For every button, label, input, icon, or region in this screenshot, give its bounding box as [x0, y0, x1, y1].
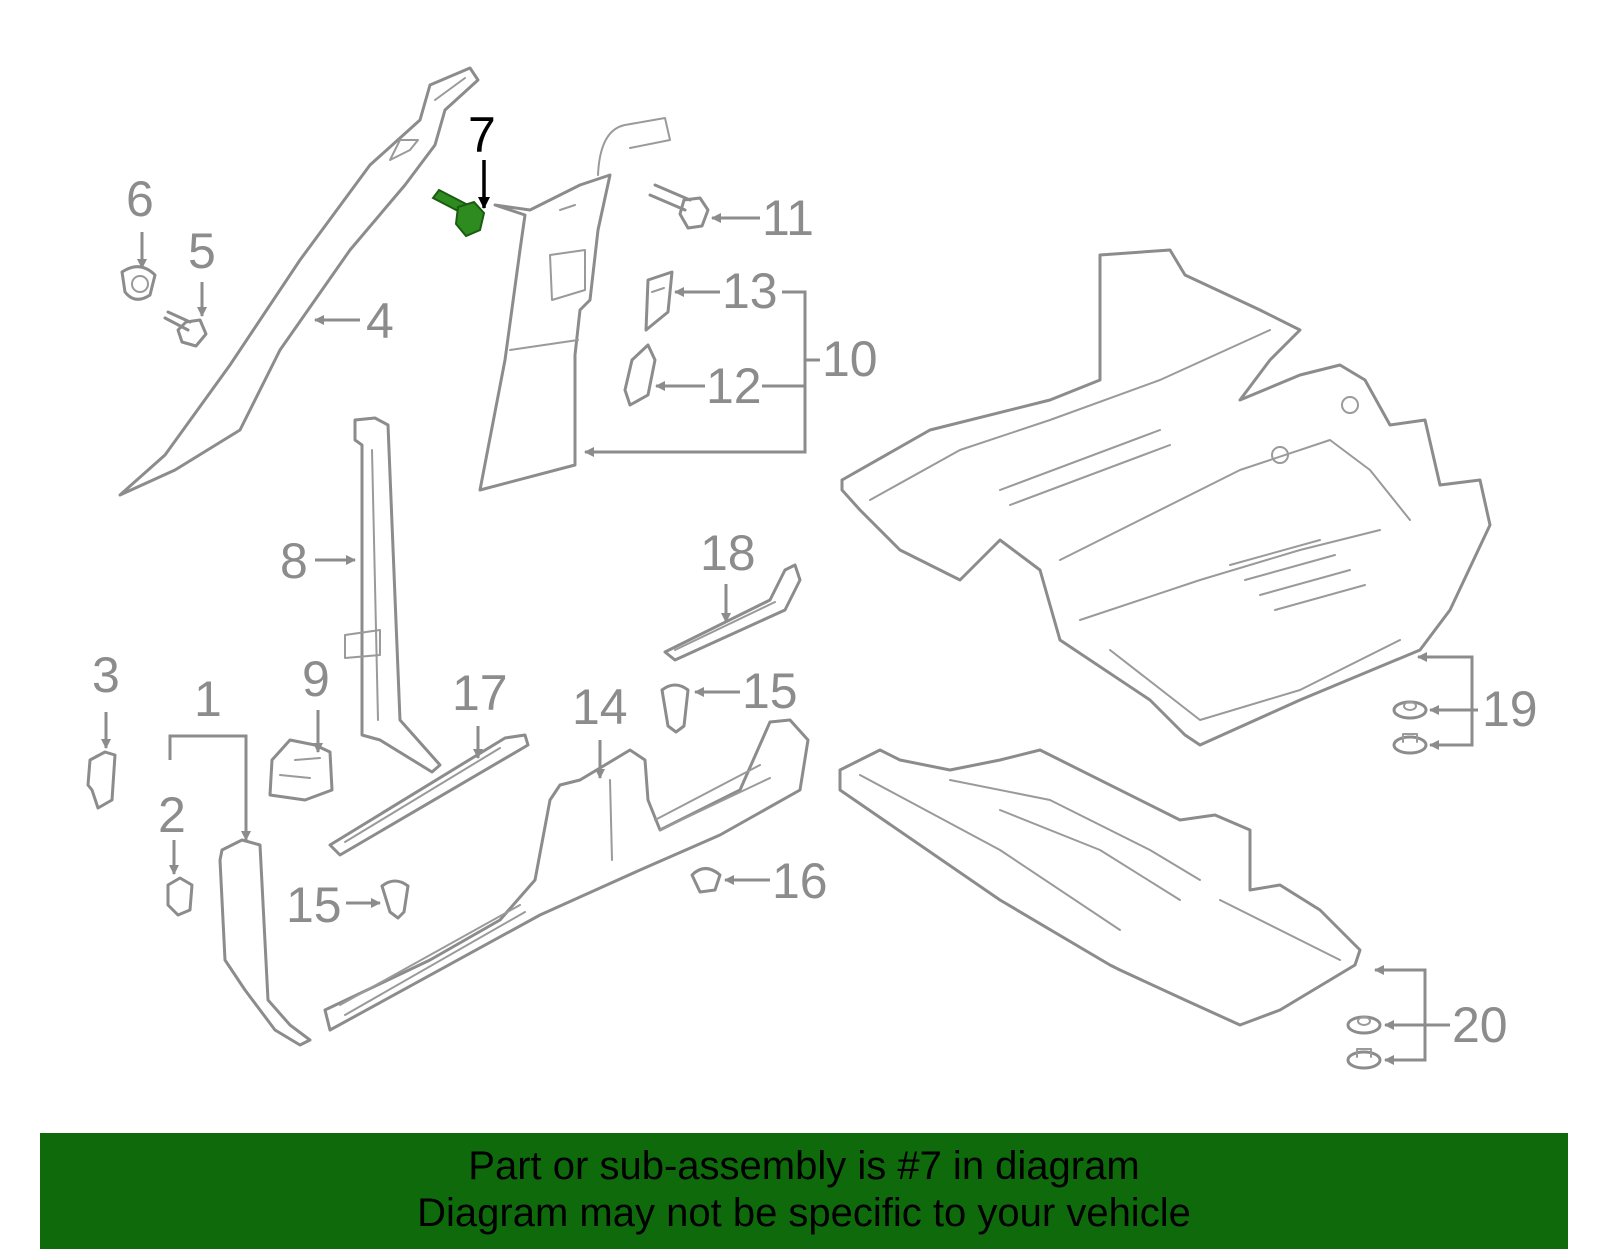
parts-diagram: 1 2 3 4 5 6 7 8 9 10 11 12 13 14 15 15 1…: [86, 66, 1538, 1070]
callout-2: 2: [158, 787, 186, 843]
fastener-20a: [1346, 1015, 1382, 1035]
a-pillar-trim: [118, 66, 480, 497]
clip-3: [86, 750, 117, 810]
callout-18: 18: [700, 525, 756, 581]
scuff-panel: [323, 718, 810, 1032]
clip-2: [166, 876, 194, 917]
b-pillar-trim: [478, 117, 671, 492]
callout-16: 16: [772, 853, 828, 909]
bolt-11: [648, 183, 710, 230]
callout-15b: 15: [742, 663, 798, 719]
callout-8: 8: [280, 533, 308, 589]
rear-floor-carpet: [838, 748, 1362, 1027]
door-opening-trim: [344, 416, 442, 774]
kick-panel: [218, 838, 312, 1047]
callout-20: 20: [1452, 997, 1508, 1053]
push-pin-15a: [380, 879, 410, 920]
callout-7: 7: [468, 107, 496, 163]
callout-5: 5: [188, 223, 216, 279]
fastener-19b: [1392, 733, 1428, 755]
callout-4: 4: [366, 293, 394, 349]
callout-12: 12: [706, 358, 762, 414]
fastener-20b: [1346, 1048, 1382, 1070]
callout-10: 10: [822, 331, 878, 387]
callout-labels: 1 2 3 4 5 6 7 8 9 10 11 12 13 14 15 15 1…: [92, 107, 1538, 1053]
clip-9: [268, 738, 334, 802]
fastener-19a: [1392, 700, 1428, 720]
banner-line-1: Part or sub-assembly is #7 in diagram: [468, 1144, 1140, 1188]
floor-carpet: [840, 248, 1492, 747]
callout-15a: 15: [286, 877, 342, 933]
clip-6: [120, 265, 157, 301]
callout-19: 19: [1482, 681, 1538, 737]
push-pin-15b: [660, 683, 690, 734]
callout-3: 3: [92, 647, 120, 703]
clip-16: [690, 867, 722, 894]
banner-line-2: Diagram may not be specific to your vehi…: [417, 1191, 1191, 1235]
callout-6: 6: [126, 171, 154, 227]
info-banner: Part or sub-assembly is #7 in diagram Di…: [40, 1133, 1568, 1249]
bolt-5: [163, 310, 208, 348]
leader-lines: [101, 160, 1478, 1065]
bracket-12: [623, 343, 657, 407]
callout-1: 1: [194, 671, 222, 727]
sill-plate-18: [663, 563, 802, 662]
callout-13: 13: [722, 263, 778, 319]
callout-14: 14: [572, 679, 628, 735]
callout-9: 9: [302, 651, 330, 707]
bracket-13: [644, 270, 674, 332]
callout-17: 17: [452, 665, 508, 721]
callout-11: 11: [762, 190, 814, 246]
bolt-7-highlighted: [431, 188, 486, 238]
